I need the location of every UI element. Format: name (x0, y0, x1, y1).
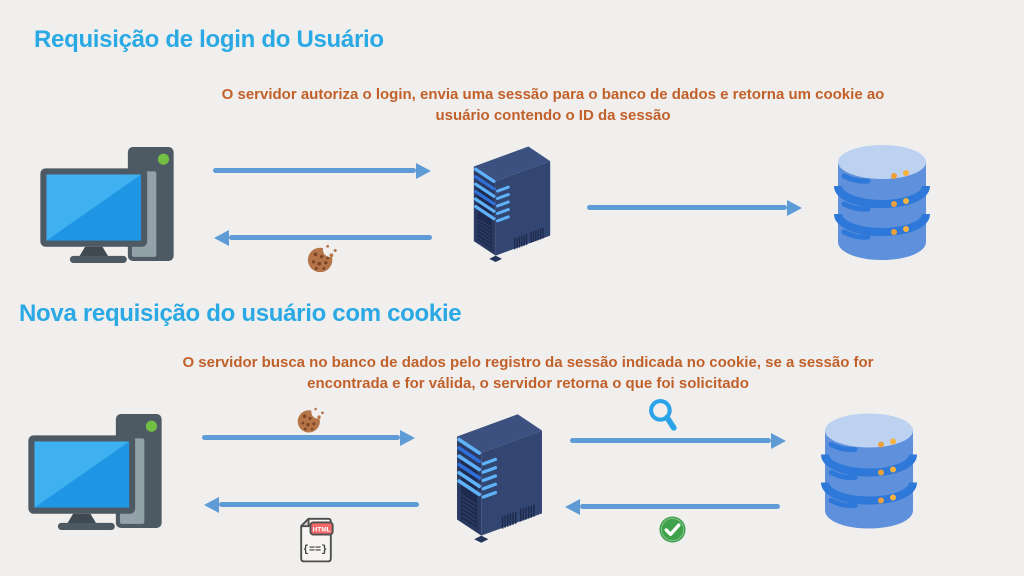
arrow-server-to-database (587, 205, 787, 210)
arrow-server-to-computer (219, 502, 419, 507)
section1-caption-line1: O servidor autoriza o login, envia uma s… (221, 86, 885, 103)
html-file-icon: HTML {==} (300, 517, 334, 563)
server-icon (473, 146, 551, 262)
html-code-label: {==} (303, 544, 327, 556)
computer-icon (40, 147, 174, 263)
section1-caption-line2: usuário contendo o ID da sessão (435, 107, 671, 124)
arrow-database-to-server (580, 504, 780, 509)
magnifier-icon (649, 399, 677, 431)
arrow-server-to-computer (229, 235, 432, 240)
section2-caption-line2: encontrada e for válida, o servidor reto… (307, 375, 749, 392)
server-icon (457, 414, 542, 543)
arrow-computer-to-server (213, 168, 416, 173)
database-icon (834, 145, 930, 260)
section1-caption: O servidor autoriza o login, envia uma s… (150, 84, 956, 126)
section2-title: Nova requisição do usuário com cookie (19, 300, 462, 327)
computer-icon (28, 414, 162, 530)
arrow-server-to-database (570, 438, 771, 443)
html-badge-label: HTML (313, 526, 331, 533)
cookie-icon (307, 243, 338, 273)
section1-title-text: Requisição de login do Usuário (34, 26, 384, 53)
database-icon (821, 413, 917, 529)
check-icon (659, 516, 686, 543)
arrow-computer-to-server (202, 435, 400, 440)
cookie-icon (297, 406, 325, 433)
section2-caption-line1: O servidor busca no banco de dados pelo … (182, 354, 874, 371)
section2-caption: O servidor busca no banco de dados pelo … (125, 352, 931, 394)
